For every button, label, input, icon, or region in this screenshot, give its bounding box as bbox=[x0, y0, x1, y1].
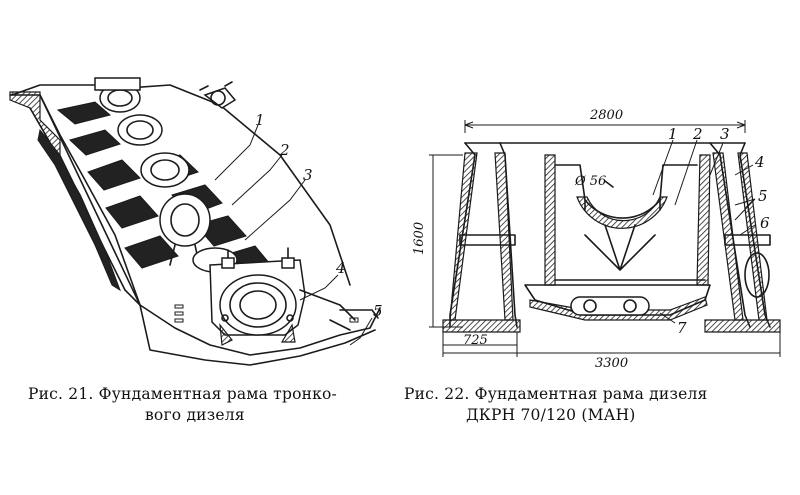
figure-22-svg: 2800 1600 Ø 56 725 3300 1 2 3 4 5 6 bbox=[412, 108, 781, 370]
fig22-label-7: 7 bbox=[677, 319, 687, 337]
dim-height: 1600 bbox=[412, 222, 427, 255]
dim-width-top: 2800 bbox=[589, 108, 623, 123]
fig21-label-4: 4 bbox=[335, 259, 346, 277]
front-bearing-block bbox=[209, 247, 306, 346]
fig22-label-3: 3 bbox=[720, 125, 730, 143]
figure-21-drawing: 1 2 3 4 5 bbox=[0, 60, 400, 370]
fig22-label-4: 4 bbox=[754, 153, 765, 171]
fig21-label-3: 3 bbox=[303, 166, 313, 184]
fig22-label-1: 1 bbox=[668, 125, 678, 143]
dim-width-bottom: 3300 bbox=[595, 356, 628, 370]
bearing-saddles bbox=[94, 77, 238, 273]
dim-diameter: Ø 56 bbox=[574, 174, 606, 189]
figure-22-drawing: 2800 1600 Ø 56 725 3300 1 2 3 4 5 6 bbox=[405, 95, 800, 370]
dim-base-left: 725 bbox=[463, 333, 488, 348]
figure-22-caption-line-1: Рис. 22. Фундаментная рама дизеля bbox=[404, 385, 708, 403]
figure-21-svg: 1 2 3 4 5 bbox=[9, 77, 383, 366]
figure-21-caption-line-2: вого дизеля bbox=[145, 406, 245, 424]
fig22-label-6: 6 bbox=[760, 214, 770, 232]
figure-22-caption-line-2: ДКРН 70/120 (МАН) bbox=[466, 406, 636, 424]
figure-22-caption: Рис. 22. Фундаментная рама дизеля ДКРН 7… bbox=[404, 384, 794, 426]
fig21-label-2: 2 bbox=[279, 141, 290, 159]
figure-21-caption-line-1: Рис. 21. Фундаментная рама тронко- bbox=[28, 385, 337, 403]
fig22-label-2: 2 bbox=[692, 125, 703, 143]
fig21-label-5: 5 bbox=[373, 302, 383, 320]
fig21-label-1: 1 bbox=[255, 111, 265, 129]
figure-21-caption: Рис. 21. Фундаментная рама тронко- вого … bbox=[28, 384, 388, 426]
fig22-label-5: 5 bbox=[758, 187, 768, 205]
